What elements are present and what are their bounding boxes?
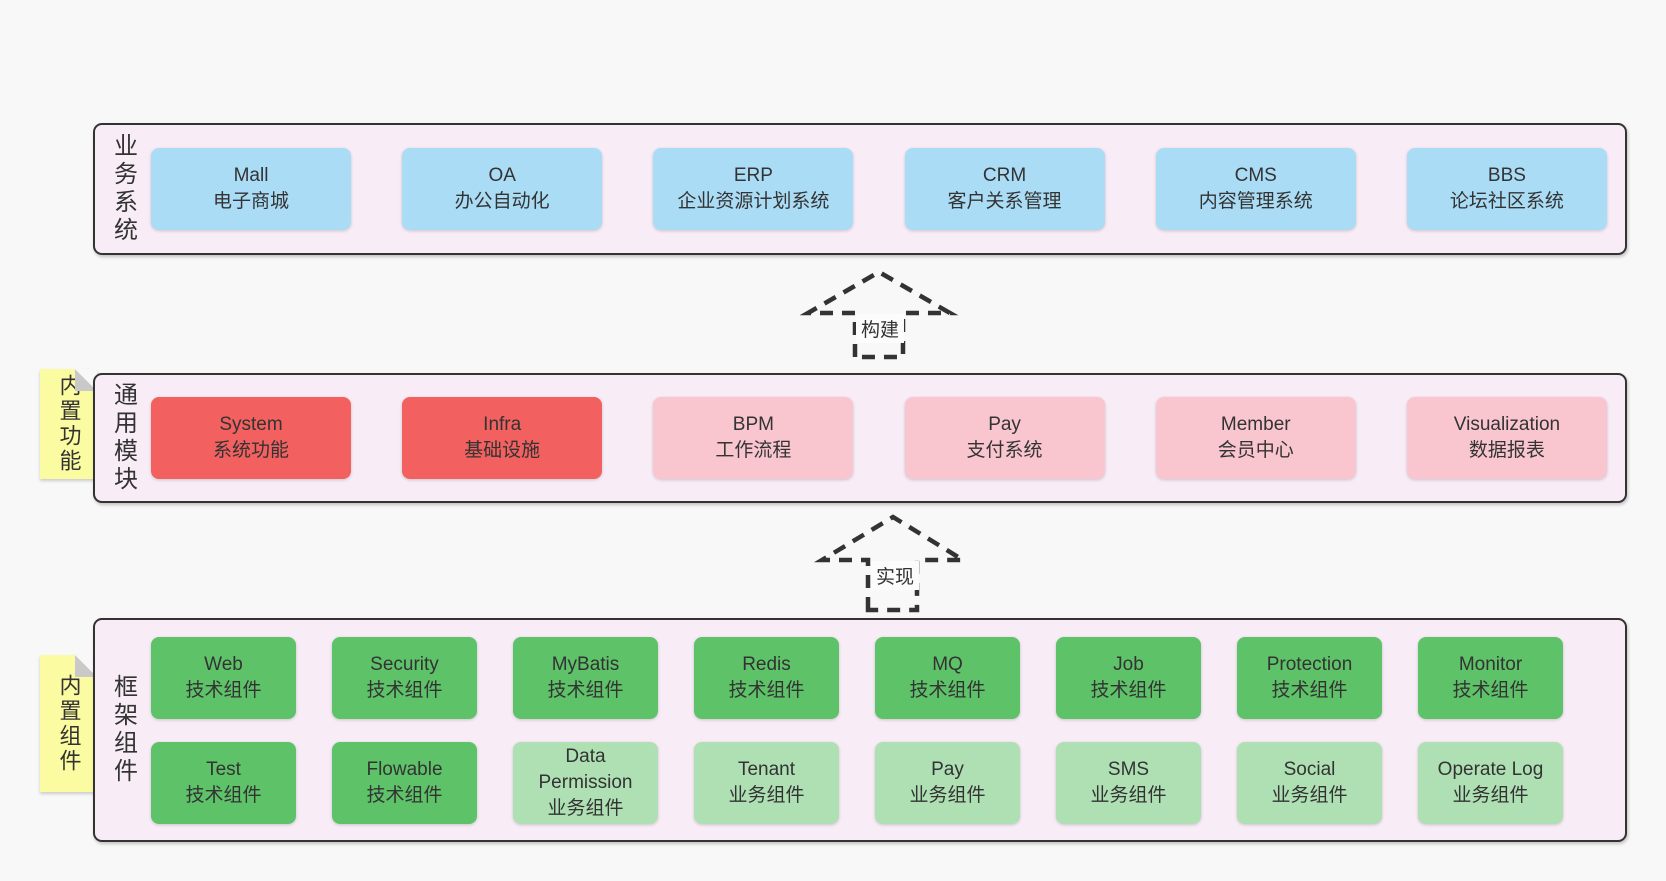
module-box-system: System 系统功能 (151, 397, 351, 479)
band-common-label: 通用模块 (109, 382, 137, 494)
arrow-build: 构建 (790, 262, 970, 367)
sticky-built-in-features: 内置功能 (40, 369, 97, 479)
component-box-mybatis: MyBatis 技术组件 (513, 636, 658, 719)
dashed-up-arrow-icon (813, 514, 971, 613)
folded-corner-cut (75, 655, 97, 677)
band-framework-components: 框架组件 Web 技术组件 Security 技术组件 MyBatis 技术组件… (93, 618, 1627, 842)
component-box-redis: Redis 技术组件 (694, 636, 839, 719)
module-box-oa: OA 办公自动化 (402, 148, 603, 230)
component-box-protection: Protection 技术组件 (1237, 636, 1382, 719)
band-business-label: 业务系统 (109, 133, 137, 245)
module-box-crm: CRM 客户关系管理 (904, 148, 1105, 230)
sticky-built-in-components: 内置组件 (40, 655, 97, 792)
component-box-mq: MQ 技术组件 (875, 636, 1020, 719)
component-box-flowable: Flowable 技术组件 (332, 741, 477, 824)
dashed-up-arrow-icon (799, 269, 959, 360)
module-box-bpm: BPM 工作流程 (653, 397, 854, 479)
band-framework-label: 框架组件 (109, 674, 137, 786)
component-box-monitor: Monitor 技术组件 (1418, 636, 1563, 719)
component-box-pay: Pay 业务组件 (875, 741, 1020, 824)
module-box-member: Member 会员中心 (1155, 397, 1356, 479)
module-box-cms: CMS 内容管理系统 (1155, 148, 1356, 230)
component-box-sms: SMS 业务组件 (1056, 741, 1201, 824)
framework-row-1: Web 技术组件 Security 技术组件 MyBatis 技术组件 Redi… (151, 636, 1563, 719)
arrow-implement-label: 实现 (870, 561, 920, 590)
component-box-job: Job 技术组件 (1056, 636, 1201, 719)
module-box-erp: ERP 企业资源计划系统 (653, 148, 854, 230)
component-box-tenant: Tenant 业务组件 (694, 741, 839, 824)
band-business-boxes: Mall 电子商城 OA 办公自动化 ERP 企业资源计划系统 CRM 客户关系… (151, 148, 1625, 230)
sticky-built-in-components-label: 内置组件 (56, 673, 82, 774)
framework-row-2: Test 技术组件 Flowable 技术组件 Data Permission … (151, 741, 1563, 824)
band-business-systems: 业务系统 Mall 电子商城 OA 办公自动化 ERP 企业资源计划系统 CRM… (93, 123, 1627, 255)
band-framework-rows: Web 技术组件 Security 技术组件 MyBatis 技术组件 Redi… (151, 636, 1625, 824)
module-box-bbs: BBS 论坛社区系统 (1406, 148, 1607, 230)
component-box-data-permission: Data Permission 业务组件 (513, 741, 658, 824)
component-box-social: Social 业务组件 (1237, 741, 1382, 824)
component-box-test: Test 技术组件 (151, 741, 296, 824)
module-box-mall: Mall 电子商城 (151, 148, 351, 230)
component-box-web: Web 技术组件 (151, 636, 296, 719)
band-common-modules: 通用模块 System 系统功能 Infra 基础设施 BPM 工作流程 Pay… (93, 373, 1627, 503)
module-box-visualization: Visualization 数据报表 (1406, 397, 1607, 479)
module-box-pay: Pay 支付系统 (904, 397, 1105, 479)
component-box-operate-log: Operate Log 业务组件 (1418, 741, 1563, 824)
module-box-infra: Infra 基础设施 (402, 397, 603, 479)
component-box-security: Security 技术组件 (332, 636, 477, 719)
band-common-boxes: System 系统功能 Infra 基础设施 BPM 工作流程 Pay 支付系统… (151, 397, 1625, 479)
folded-corner-cut (75, 369, 97, 391)
arrow-implement: 实现 (805, 505, 985, 615)
arrow-build-label: 构建 (855, 314, 905, 343)
